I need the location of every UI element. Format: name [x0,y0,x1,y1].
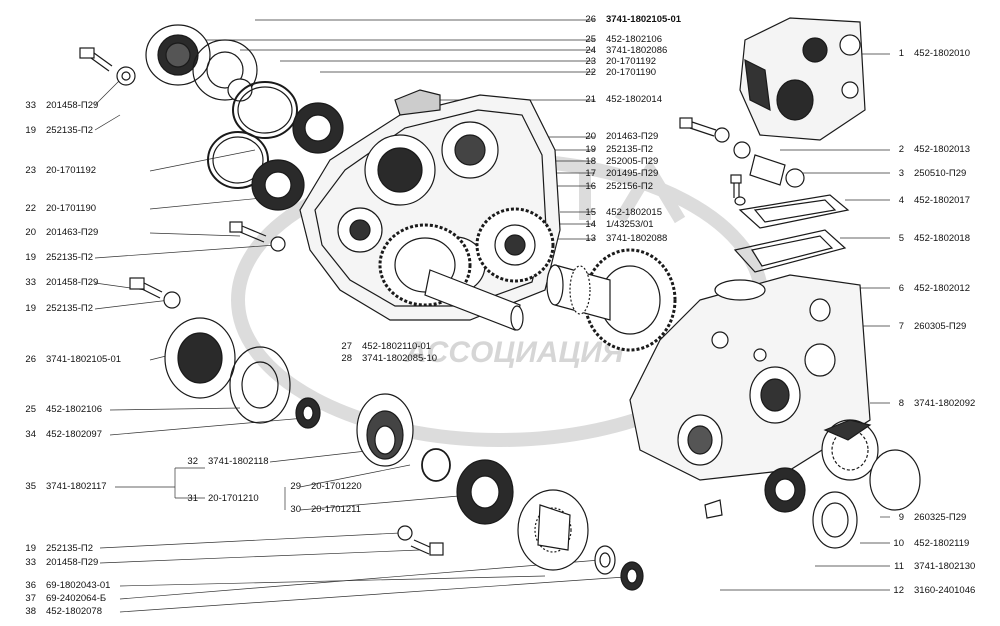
top-right-cover [679,17,866,273]
snap-ring-23 [232,81,298,139]
flange-cover-top [145,24,211,86]
upper-left-parts [79,24,344,309]
seal-34 [295,397,321,429]
watermark-text: ACCOЦИАЦИЯ [404,336,625,369]
lower-left-parts [164,317,644,591]
gasket-10 [812,491,858,549]
flange-36 [517,489,589,571]
ring-29 [421,448,451,482]
gasket-5 [733,229,847,273]
washer-37 [594,545,616,575]
bearing-upper [292,102,344,154]
breather-12 [704,499,723,519]
flange-cover-26 [164,317,236,399]
gasket-25 [229,346,291,424]
bearing-lower [251,159,305,211]
gasket-4 [738,194,850,229]
snap-ring-22 [207,131,269,189]
shaft-27 [424,269,524,331]
bolt-part-20-right [679,117,751,159]
bolt-part-20 [229,221,286,252]
gasket-top [192,39,258,102]
gear-28 [546,248,677,352]
bolt-part-19-33-low [397,525,444,556]
leader-lines [94,19,890,613]
bolt-part-17 [730,174,746,206]
rear-housing [629,274,921,549]
nut-38 [620,561,644,591]
cover-plug-9 [869,449,921,511]
bolt-part-33-mid [129,277,181,309]
bearing-rear [821,419,879,481]
sleeve-2 [749,154,805,188]
gear-13 [475,207,555,283]
bolt-part-33-top [79,47,136,86]
bearing-30 [456,459,514,525]
cover-35 [356,393,414,467]
gear-shafts [378,207,677,352]
